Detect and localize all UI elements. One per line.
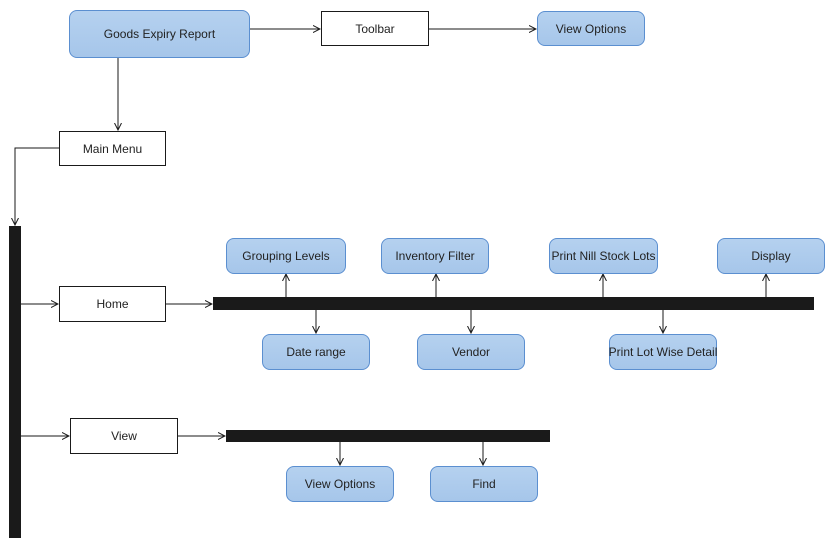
node-toolbar: Toolbar	[321, 11, 429, 46]
node-label: Print Nill Stock Lots	[551, 249, 656, 263]
node-goods-expiry-report: Goods Expiry Report	[69, 10, 250, 58]
node-home: Home	[59, 286, 166, 322]
node-print-lot-wise-detail: Print Lot Wise Detail	[609, 334, 717, 370]
node-label: Find	[472, 477, 496, 491]
edge-mainmenu-bar	[15, 147, 59, 225]
node-label: Main Menu	[82, 141, 143, 156]
node-display: Display	[717, 238, 825, 274]
node-date-range: Date range	[262, 334, 370, 370]
node-view: View	[70, 418, 178, 454]
node-grouping-levels: Grouping Levels	[226, 238, 346, 274]
node-label: View Options	[555, 21, 627, 36]
node-find: Find	[430, 466, 538, 502]
node-label: View Options	[304, 477, 376, 491]
home-horizontal-bar	[213, 297, 814, 310]
node-label: Print Lot Wise Detail	[608, 345, 718, 359]
node-label: Toolbar	[355, 21, 395, 36]
node-label: Inventory Filter	[395, 249, 475, 263]
node-label: Date range	[286, 345, 346, 359]
left-vertical-bar	[9, 226, 21, 538]
node-toolbar-view-options: View Options	[537, 11, 645, 46]
node-main-menu: Main Menu	[59, 131, 166, 166]
node-label: Goods Expiry Report	[103, 27, 216, 41]
node-label: Vendor	[451, 345, 491, 359]
node-label: Home	[96, 297, 129, 311]
node-print-nill-stock-lots: Print Nill Stock Lots	[549, 238, 658, 274]
node-label: View	[111, 429, 137, 443]
node-vendor: Vendor	[417, 334, 525, 370]
node-label: Grouping Levels	[242, 249, 330, 263]
node-view-options: View Options	[286, 466, 394, 502]
view-horizontal-bar	[226, 430, 550, 442]
node-inventory-filter: Inventory Filter	[381, 238, 489, 274]
node-label: Display	[751, 249, 791, 263]
